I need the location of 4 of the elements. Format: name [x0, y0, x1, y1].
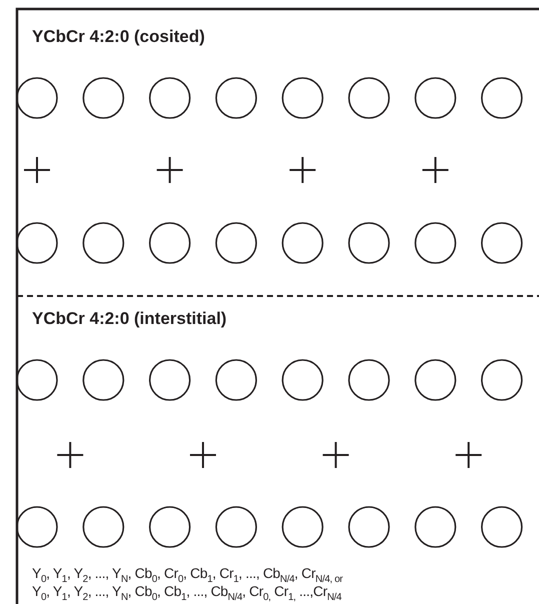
sample-order-text: Y$_{0}$, Y$_{1}$, Y$_{2}$, ..., Y$_{N}$, Cb$_{0}$, Cb$_{1}$, ..., Cb$_{N/4}$, Cr$_{0,}$ Cr$_{1,}$ ...,Cr$_{N/4}$ — [32, 583, 342, 604]
sample-order-text: Y$_{0}$, Y$_{1}$, Y$_{2}$, ..., Y$_{N}$, Cb$_{0}$, Cr$_{0}$, Cb$_{1}$, Cr$_{1}$, ..., Cb$_{N/4}$, Cr$_{N/4, or}$ — [32, 564, 343, 586]
section-heading: YCbCr 4:2:0 (interstitial) — [32, 309, 227, 329]
section-heading: YCbCr 4:2:0 (cosited) — [32, 27, 205, 47]
